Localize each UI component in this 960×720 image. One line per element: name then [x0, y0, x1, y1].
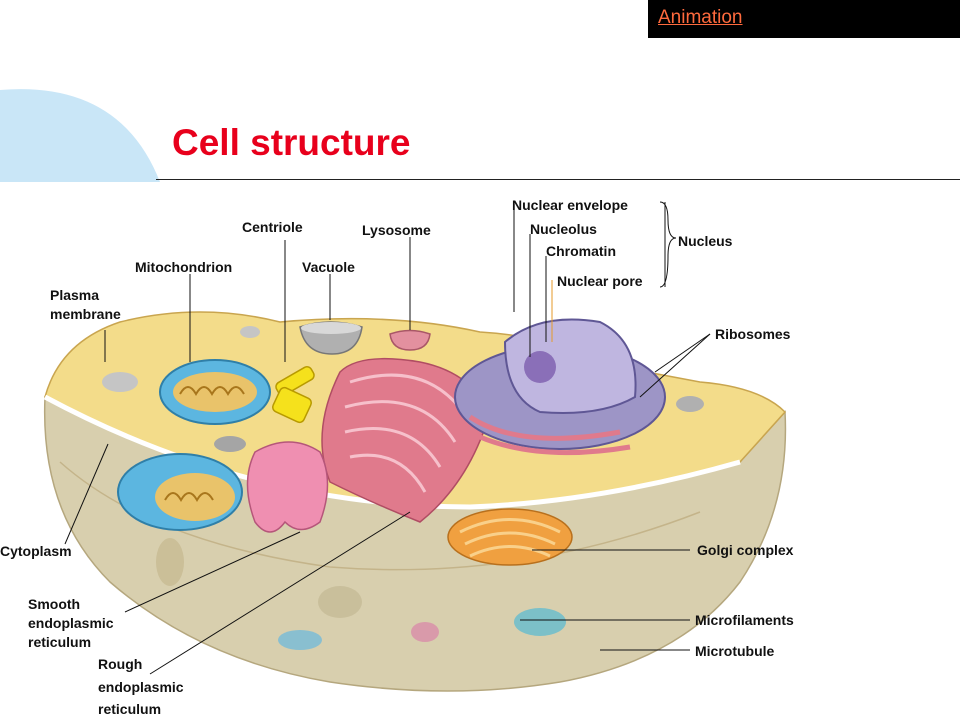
lower-vesicle — [318, 586, 362, 618]
label-centriole: Centriole — [242, 219, 303, 235]
lower-vesicle — [411, 622, 439, 642]
cell-structure-diagram: Nuclear envelope Nucleolus Chromatin Nuc… — [0, 197, 794, 717]
label-mitochondrion: Mitochondrion — [135, 259, 232, 275]
title-divider — [156, 179, 960, 180]
label-nuclear-pore: Nuclear pore — [557, 273, 643, 289]
label-rough-er: endoplasmic — [98, 679, 184, 695]
label-cytoplasm: Cytoplasm — [0, 543, 72, 559]
centriole — [271, 366, 315, 424]
page-title: Cell structure — [172, 122, 411, 163]
lysosome — [389, 329, 431, 351]
nucleus — [454, 318, 666, 456]
golgi-complex — [447, 508, 573, 566]
lower-vesicle — [514, 608, 566, 636]
plasma-membrane-edge — [43, 394, 741, 510]
label-ribosomes: Ribosomes — [715, 326, 791, 342]
label-microtubule: Microtubule — [695, 643, 775, 659]
label-golgi-complex: Golgi complex — [697, 542, 794, 558]
label-nuclear-envelope: Nuclear envelope — [512, 197, 628, 213]
decorative-corner-arc — [0, 89, 160, 182]
smooth-endoplasmic-reticulum — [246, 441, 329, 533]
label-microfilaments: Microfilaments — [695, 612, 794, 628]
label-nucleus: Nucleus — [678, 233, 733, 249]
label-smooth-er: Smooth — [28, 596, 80, 612]
label-plasma-membrane: membrane — [50, 306, 121, 322]
label-nucleolus: Nucleolus — [530, 221, 597, 237]
label-smooth-er: reticulum — [28, 634, 91, 650]
label-smooth-er: endoplasmic — [28, 615, 114, 631]
label-rough-er: reticulum — [98, 701, 161, 717]
leader-lines — [64, 201, 711, 675]
animation-link-box: Animation — [648, 0, 960, 38]
label-plasma-membrane: Plasma — [50, 287, 99, 303]
lower-vesicle — [278, 630, 322, 650]
label-vacuole: Vacuole — [302, 259, 355, 275]
lower-vesicle — [156, 538, 184, 586]
animation-link[interactable]: Animation — [658, 7, 743, 28]
label-rough-er: Rough — [98, 656, 142, 672]
label-chromatin: Chromatin — [546, 243, 616, 259]
label-lysosome: Lysosome — [362, 222, 431, 238]
